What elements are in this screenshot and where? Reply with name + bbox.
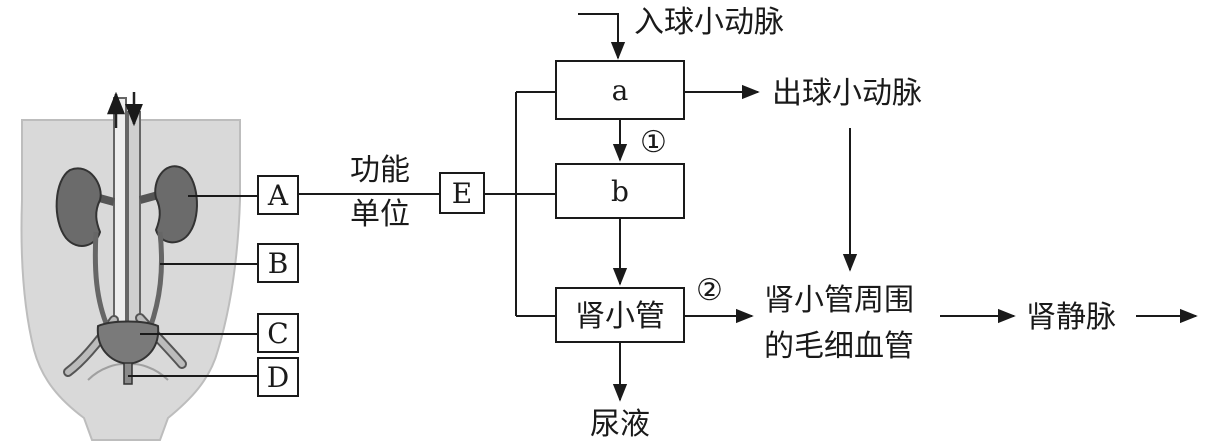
urine-label: 尿液 [590, 407, 650, 442]
box-glomerulus-a [555, 60, 685, 120]
step-2-marker: ② [696, 273, 723, 308]
box-d [257, 357, 299, 397]
right-ureter [147, 231, 164, 329]
renal-vein-label: 肾静脉 [1026, 300, 1116, 335]
urinary-system-illustration [20, 91, 241, 441]
box-a [257, 175, 299, 215]
body-label-boxes: A B C D [257, 175, 299, 397]
afferent-arrow [578, 13, 626, 60]
afferent-arteriole-label: 入球小动脉 [634, 5, 784, 40]
box-b [257, 243, 299, 283]
functional-unit-text-2: 单位 [350, 197, 410, 232]
urethra [123, 362, 133, 385]
aorta-vessel [113, 97, 127, 331]
left-ureter [92, 231, 111, 329]
label-c: C [267, 317, 288, 350]
body-leader-lines [128, 195, 258, 377]
functional-unit-text-1: 功能 [350, 153, 410, 188]
label-b: B [268, 247, 289, 280]
vena-cava-vessel [127, 111, 141, 326]
box-renal-tubule [555, 287, 685, 343]
box-c [257, 313, 299, 353]
capillaries-label-1: 肾小管周围 [764, 283, 914, 318]
label-a: A [267, 179, 289, 212]
label-box-b: b [611, 175, 629, 208]
capillaries-label-2: 的毛细血管 [764, 329, 914, 364]
right-kidney [154, 165, 198, 244]
left-kidney [55, 167, 102, 247]
step-1-marker: ① [640, 125, 667, 160]
label-d: D [267, 361, 289, 394]
label-box-a: a [612, 74, 629, 107]
functional-unit-link: 功能 单位 E [298, 153, 485, 232]
e-bracket [484, 91, 556, 317]
label-e: E [452, 177, 472, 210]
label-renal-tubule: 肾小管 [575, 299, 665, 334]
box-capsule-b [555, 163, 685, 219]
bladder [96, 320, 160, 366]
efferent-arteriole-label: 出球小动脉 [772, 76, 922, 111]
flow-chart: 入球小动脉 a 出球小动脉 ① b 肾小管 尿液 ② 肾小管周围 的毛细血管 肾… [555, 5, 1198, 442]
